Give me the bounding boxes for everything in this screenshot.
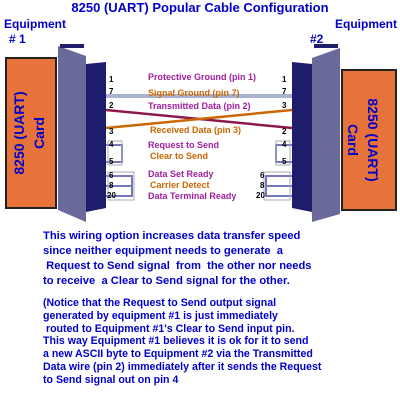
left-pin-1: 1 — [109, 75, 114, 84]
label-data-set-ready: Data Set Ready — [148, 169, 214, 179]
right-pin-4: 4 — [282, 140, 287, 149]
left-pin-2: 2 — [109, 101, 114, 110]
right-bracket-cap — [314, 44, 338, 48]
wire-received-data — [105, 108, 293, 130]
right-pin-7: 7 — [282, 87, 287, 96]
label-received-data: Received Data (pin 3) — [150, 125, 241, 135]
left-pin-8: 8 — [109, 181, 114, 190]
equipment-2-label: Equipment — [335, 17, 397, 31]
left-card-body — [5, 57, 57, 209]
right-card-body — [341, 69, 397, 211]
notice-line: This way Equipment #1 believes it is ok … — [43, 335, 309, 348]
diagram-title: 8250 (UART) Popular Cable Configuration — [71, 0, 328, 15]
notice-line: routed to Equipment #1's Clear to Send i… — [43, 322, 295, 335]
explanation-paragraph: This wiring option increases data transf… — [43, 229, 312, 289]
right-pin-2: 2 — [282, 127, 287, 136]
label-clear-to-send: Clear to Send — [150, 151, 208, 161]
notice-line: a new ASCII byte to Equipment #2 via the… — [43, 348, 313, 361]
left-pin-5: 5 — [109, 157, 114, 166]
right-card-label-2: Card — [345, 124, 361, 156]
left-pin-7: 7 — [109, 87, 114, 96]
equipment-2-number: #2 — [310, 32, 324, 46]
left-pin-3: 3 — [109, 127, 114, 136]
right-rts-cts-shell — [275, 140, 291, 166]
notice-line: generated by equipment #1 is just immedi… — [43, 309, 278, 322]
notice-line: (Notice that the Request to Send output … — [43, 297, 277, 309]
explanation-line: Request to Send signal from the other no… — [43, 260, 312, 272]
right-pin-5: 5 — [282, 157, 287, 166]
left-card-label-2: Card — [31, 117, 47, 149]
left-pin-6: 6 — [109, 171, 114, 180]
right-connector — [292, 62, 312, 212]
left-dtr-loop — [106, 175, 133, 197]
left-card-label: 8250 (UART) — [11, 91, 27, 174]
left-pin-4: 4 — [109, 140, 114, 149]
notice-line: to Send signal out on pin 4 — [43, 373, 179, 386]
right-bracket-side — [312, 48, 340, 222]
label-protective-ground: Protective Ground (pin 1) — [148, 72, 256, 82]
label-transmitted-data: Transmitted Data (pin 2) — [148, 101, 251, 111]
right-pin-3: 3 — [282, 101, 287, 110]
right-dtr-loop — [265, 175, 292, 197]
left-bracket-side — [58, 46, 86, 222]
equipment-1-number: # 1 — [9, 32, 26, 46]
left-rts-cts-shell — [107, 140, 123, 166]
right-card-label: 8250 (UART) — [365, 98, 381, 181]
label-carrier-detect: Carrier Detect — [150, 180, 210, 190]
right-card-label-line1: 8250 (UART) — [365, 98, 381, 181]
left-pin-20: 20 — [107, 191, 116, 200]
equipment-1-label: Equipment — [4, 17, 66, 31]
label-signal-ground: Signal Ground (pin 7) — [148, 88, 240, 98]
label-data-terminal-ready: Data Terminal Ready — [148, 191, 236, 201]
explanation-line: This wiring option increases data transf… — [43, 230, 301, 242]
notice-line: Data wire (pin 2) immediately after it s… — [43, 360, 322, 373]
right-pin-1: 1 — [282, 75, 287, 84]
left-card-label-line1: 8250 (UART) — [11, 91, 27, 174]
label-request-to-send: Request to Send — [148, 140, 219, 150]
right-pin-20: 20 — [256, 191, 265, 200]
explanation-line: to receive a Clear to Send signal for th… — [43, 275, 290, 287]
left-card-label-line2: Card — [31, 117, 47, 149]
right-pin-8: 8 — [260, 181, 265, 190]
explanation-line: since neither equipment needs to generat… — [43, 245, 283, 257]
notice-paragraph: (Notice that the Request to Send output … — [43, 297, 321, 387]
left-bracket-cap — [60, 44, 84, 48]
left-connector — [86, 62, 106, 212]
right-pin-6: 6 — [260, 171, 265, 180]
right-card-label-line2: Card — [345, 124, 361, 156]
right-dtr-shell — [263, 171, 291, 201]
left-dtr-shell — [107, 171, 135, 201]
